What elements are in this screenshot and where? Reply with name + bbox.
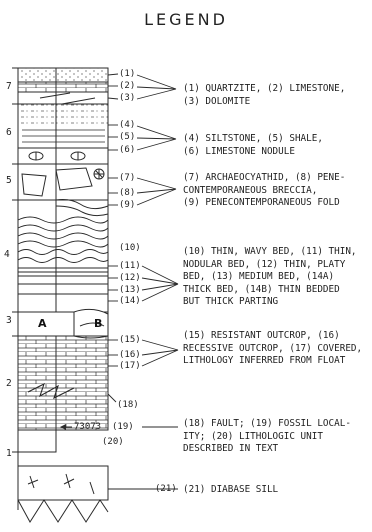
ref-11: (11) (119, 261, 141, 271)
desc-line: BUT THICK PARTING (183, 296, 357, 309)
ref-8: (8) (119, 188, 135, 198)
ref-10: (10) (119, 243, 141, 253)
ref-15: (15) (119, 335, 141, 345)
desc-line: (3) DOLOMITE (183, 96, 345, 109)
bed-number-4: 4 (4, 249, 10, 260)
diabase-sill (18, 466, 108, 522)
ref-21: (21) (155, 484, 177, 494)
desc-line: (4) SILTSTONE, (5) SHALE, (183, 133, 323, 146)
ref-4: (4) (119, 120, 135, 130)
desc-siltstone-shale-nodule: (4) SILTSTONE, (5) SHALE, (6) LIMESTONE … (183, 133, 323, 158)
ref-16: (16) (119, 350, 141, 360)
ref-7: (7) (119, 173, 135, 183)
desc-line: CONTEMPORANEOUS BRECCIA, (183, 185, 345, 198)
ref-9: (9) (119, 200, 135, 210)
desc-line: NODULAR BED, (12) THIN, PLATY (183, 259, 357, 272)
desc-line: (15) RESISTANT OUTCROP, (16) (183, 330, 362, 343)
outcrop-brick-beds (18, 336, 108, 430)
desc-line: ITY; (20) LITHOLOGIC UNIT (183, 431, 351, 444)
desc-line: LITHOLOGY INFERRED FROM FLOAT (183, 355, 362, 368)
ref-14: (14) (119, 296, 141, 306)
ref-3: (3) (119, 93, 135, 103)
desc-line: DESCRIBED IN TEXT (183, 443, 351, 456)
bed-number-3: 3 (6, 315, 12, 326)
ref-13: (13) (119, 285, 141, 295)
desc-line: (10) THIN, WAVY BED, (11) THIN, (183, 246, 357, 259)
main-column (12, 68, 108, 522)
bed-number-2: 2 (6, 378, 12, 389)
dolomite-bed (18, 92, 108, 104)
ref-6: (6) (119, 145, 135, 155)
desc-outcrop-types: (15) RESISTANT OUTCROP, (16) RECESSIVE O… (183, 330, 362, 368)
ref-19: (19) (112, 422, 134, 432)
box-label-a: A (38, 317, 47, 330)
desc-line: (1) QUARTZITE, (2) LIMESTONE, (183, 83, 345, 96)
scale-ticks (12, 68, 18, 452)
desc-line: (6) LIMESTONE NODULE (183, 146, 323, 159)
desc-diabase-sill: (21) DIABASE SILL (183, 484, 278, 497)
wavy-beds (18, 217, 108, 247)
shale-bed (22, 130, 105, 142)
desc-line: (21) DIABASE SILL (183, 484, 278, 497)
ref-18: (18) (117, 400, 139, 410)
fold-bed (56, 200, 108, 209)
bed-number-6: 6 (6, 127, 12, 138)
ref-17: (17) (119, 361, 141, 371)
limestone-nodule-bed (18, 148, 108, 164)
desc-line: (18) FAULT; (19) FOSSIL LOCAL- (183, 418, 351, 431)
desc-bedding-thickness: (10) THIN, WAVY BED, (11) THIN, NODULAR … (183, 246, 357, 309)
desc-line: BED, (13) MEDIUM BED, (14A) (183, 271, 357, 284)
fossil-locality-number: 73073 (74, 422, 101, 432)
ref-12: (12) (119, 273, 141, 283)
siltstone-bed (18, 104, 108, 126)
desc-quartzite-limestone-dolomite: (1) QUARTZITE, (2) LIMESTONE, (3) DOLOMI… (183, 83, 345, 108)
quartzite-bed (18, 68, 108, 82)
ref-20: (20) (102, 437, 124, 447)
box-label-b: B (94, 317, 102, 330)
ref-1: (1) (119, 69, 135, 79)
nodular-beds (18, 250, 108, 263)
unit-boundary (18, 430, 56, 452)
desc-archaeocyathid-breccia-fold: (7) ARCHAEOCYATHID, (8) PENE- CONTEMPORA… (183, 172, 345, 210)
ref-2: (2) (119, 81, 135, 91)
platy-medium-thick-beds (18, 268, 108, 312)
desc-line: (9) PENECONTEMPORANEOUS FOLD (183, 197, 345, 210)
bed-number-5: 5 (6, 175, 12, 186)
ref-5: (5) (119, 132, 135, 142)
limestone-bed (18, 82, 108, 92)
bed-number-1: 1 (6, 448, 12, 459)
desc-fault-fossil-unit: (18) FAULT; (19) FOSSIL LOCAL- ITY; (20)… (183, 418, 351, 456)
desc-line: (7) ARCHAEOCYATHID, (8) PENE- (183, 172, 345, 185)
desc-line: RECESSIVE OUTCROP, (17) COVERED, (183, 343, 362, 356)
breccia-bed (18, 164, 108, 200)
desc-line: THICK BED, (14B) THIN BEDDED (183, 284, 357, 297)
bed-number-7: 7 (6, 81, 12, 92)
archaeocyathid-symbol (94, 169, 104, 179)
